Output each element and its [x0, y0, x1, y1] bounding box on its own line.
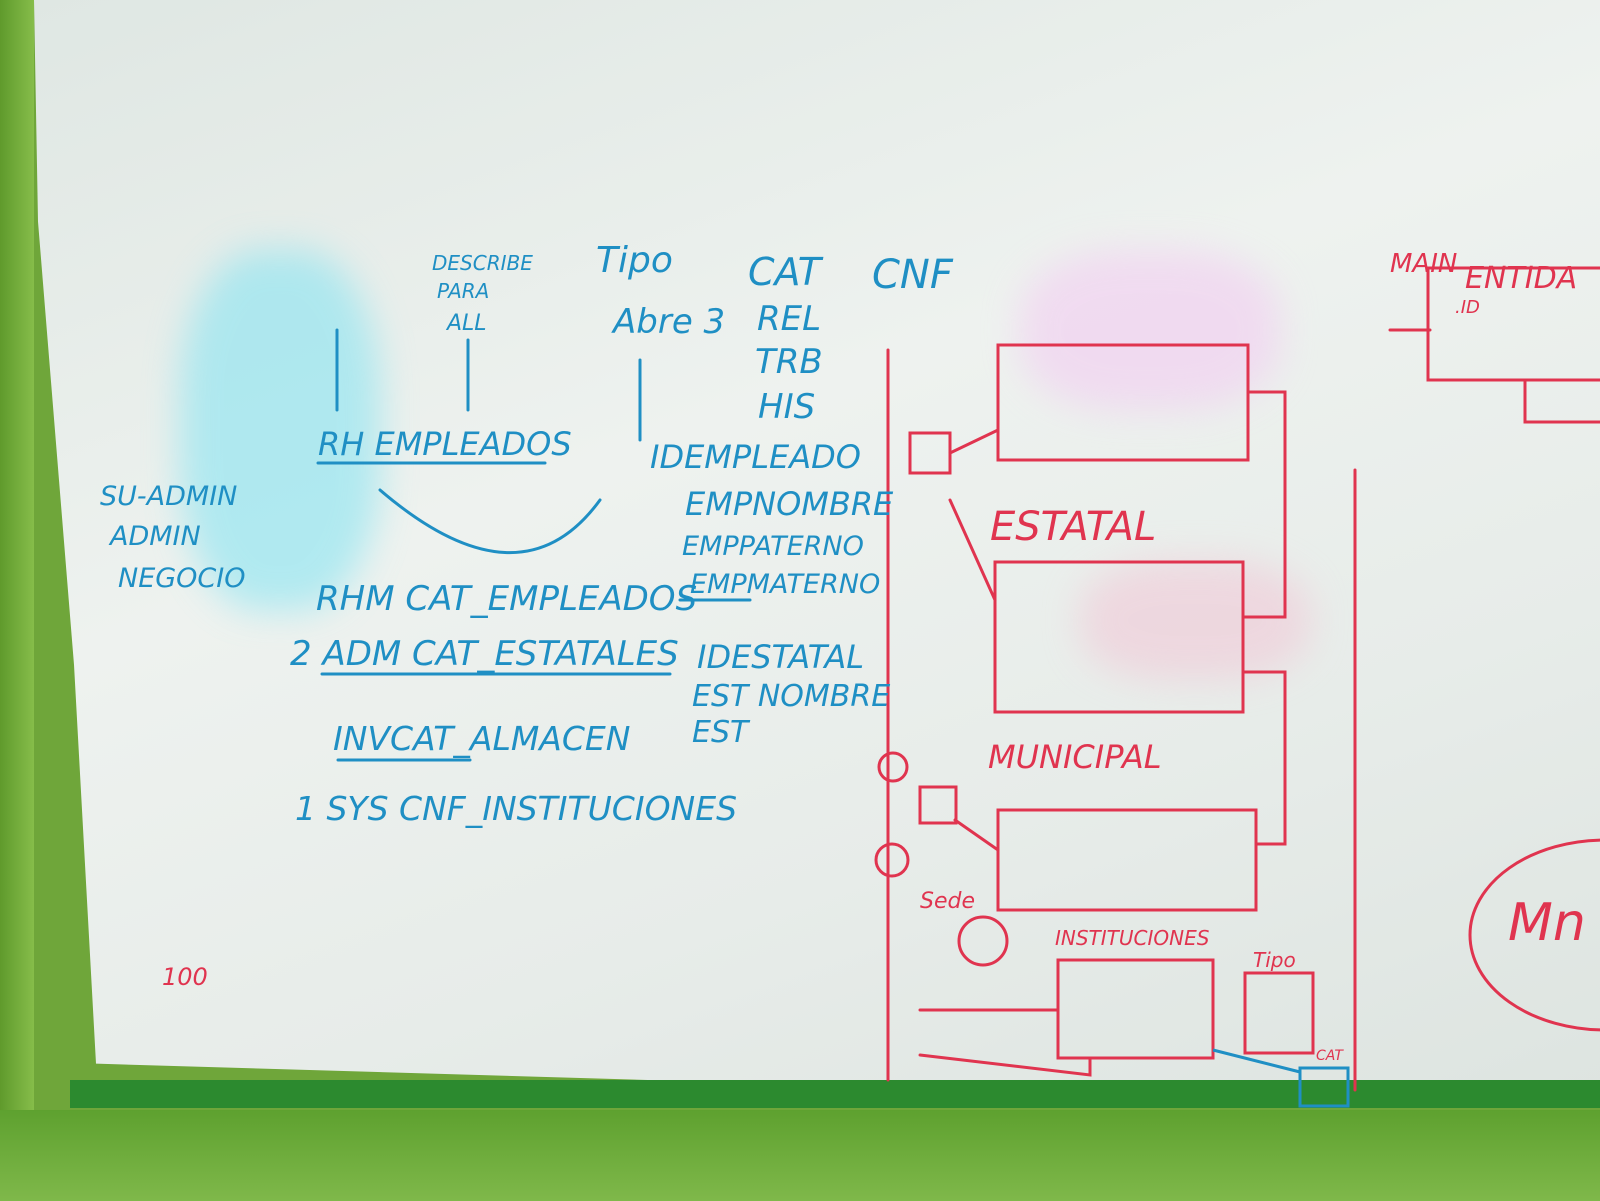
note-his: HIS — [758, 387, 815, 427]
note-all: ALL — [445, 311, 487, 336]
center-rh-empleados: RH EMPLEADOS — [318, 425, 572, 463]
label-instituciones: INSTITUCIONES — [1055, 926, 1210, 950]
light-glare — [180, 250, 380, 610]
green-wall-left — [0, 0, 34, 1201]
red-diagram — [874, 266, 1600, 1092]
label-100: 100 — [162, 963, 208, 991]
green-wall-bottom — [0, 1110, 1600, 1201]
note-trb: TRB — [755, 342, 823, 382]
field-empnombre: EMPNOMBRE — [685, 485, 894, 523]
label-id: .ID — [1455, 297, 1480, 318]
label-entida: ENTIDA — [1465, 261, 1577, 296]
note-tipo: Tipo — [596, 240, 673, 281]
field-estnombre: EST NOMBRE — [692, 679, 890, 714]
blue-strokes — [316, 328, 752, 762]
label-tipo: Tipo — [1253, 948, 1296, 972]
marker-tray — [70, 1080, 1600, 1108]
note-rel: REL — [757, 299, 821, 339]
note-abre3: Abre 3 — [611, 302, 725, 342]
list-item-2: 2 ADM CAT_ESTATALES — [290, 634, 679, 674]
blue-text-group: DESCRIBE PARA ALL Tipo Abre 3 CAT CNF RE… — [100, 240, 954, 828]
red-text-group: ESTATAL MUNICIPAL INSTITUCIONES Tipo Sed… — [162, 249, 1586, 1064]
list-item-3: INVCAT_ALMACEN — [333, 719, 630, 758]
field-emppaterno: EMPPATERNO — [682, 531, 864, 562]
label-estatal: ESTATAL — [990, 504, 1156, 550]
label-cat: CAT — [1316, 1048, 1344, 1064]
field-est: EST — [692, 715, 751, 750]
blue-box-cat — [1212, 1048, 1350, 1108]
note-para: PARA — [437, 279, 489, 303]
note-cnf: CNF — [872, 252, 954, 298]
field-idempleado: IDEMPLEADO — [650, 438, 861, 476]
role-admin: ADMIN — [108, 521, 201, 552]
field-idestatal: IDESTATAL — [697, 638, 864, 676]
list-item-4: 1 SYS CNF_INSTITUCIONES — [295, 789, 737, 828]
list-item-1: RHM CAT_EMPLEADOS — [316, 579, 697, 619]
role-su-admin: SU-ADMIN — [100, 481, 237, 512]
label-sede: Sede — [920, 889, 975, 914]
label-main: MAIN — [1390, 249, 1457, 279]
note-describe: DESCRIBE — [432, 251, 533, 275]
light-glare — [1020, 250, 1280, 410]
field-empmaterno: EMPMATERNO — [690, 569, 880, 600]
note-cat: CAT — [748, 250, 824, 294]
light-glare — [1080, 560, 1310, 680]
role-negocio: NEGOCIO — [118, 563, 246, 594]
label-mn: Mn — [1508, 893, 1586, 953]
label-municipal: MUNICIPAL — [988, 738, 1162, 776]
